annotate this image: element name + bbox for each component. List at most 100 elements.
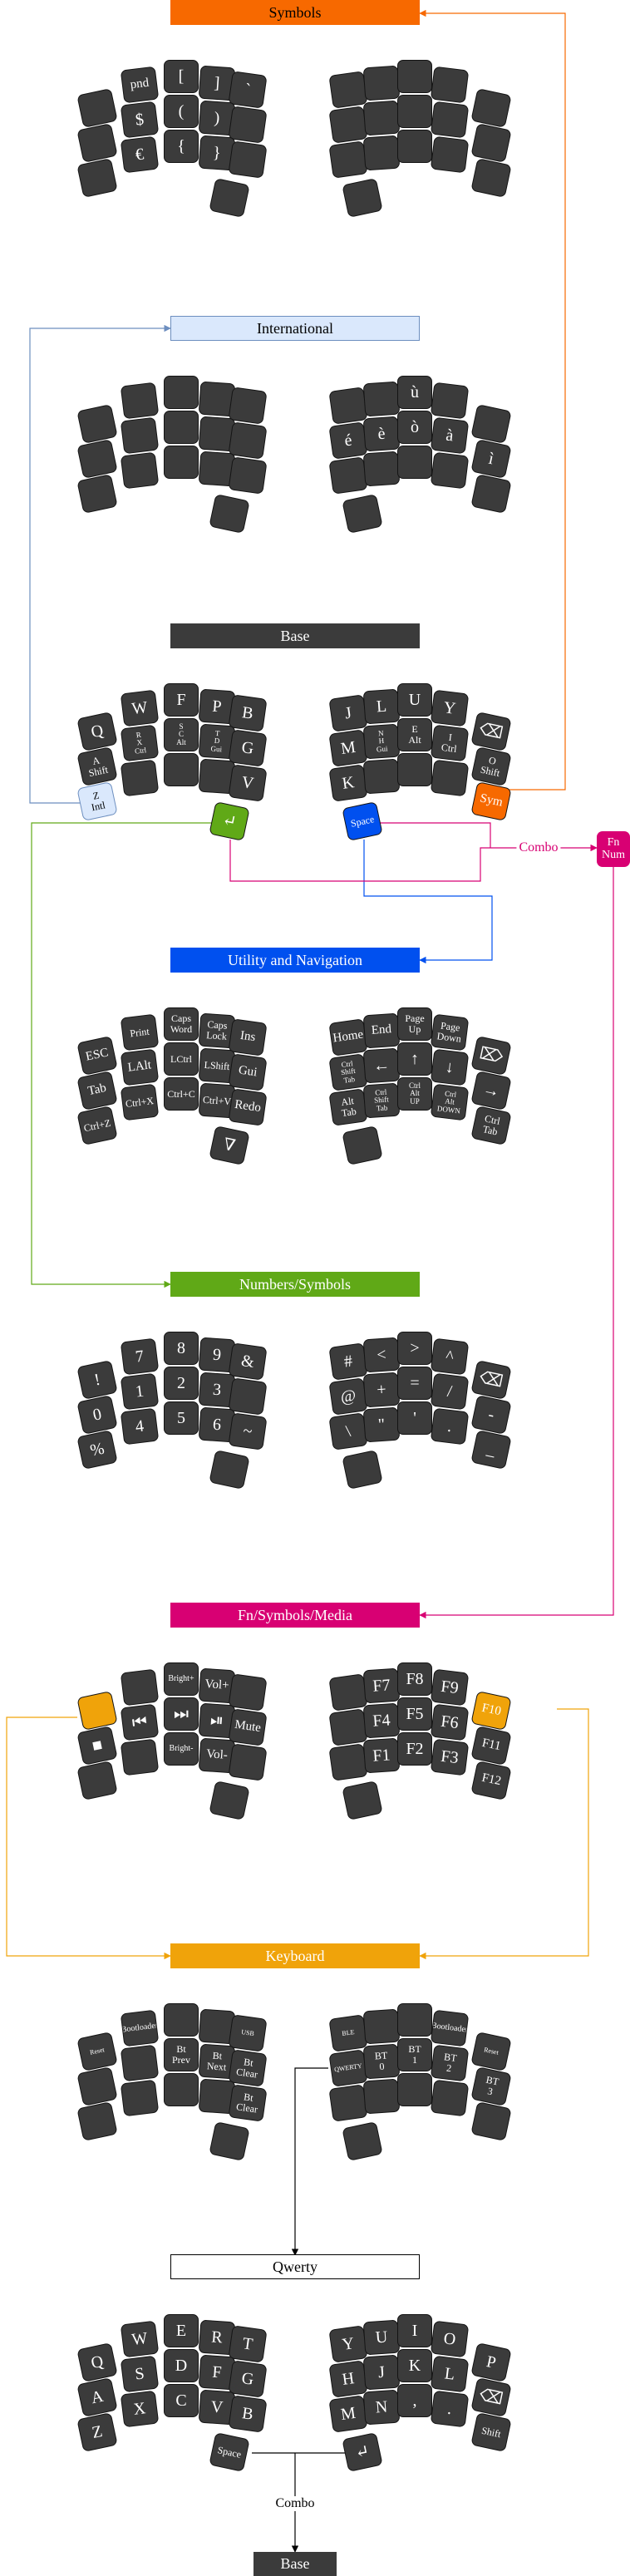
utility-key-r13[interactable]: ↓ (430, 1048, 470, 1086)
fn-key-r21[interactable]: F1 (362, 1737, 401, 1774)
numbers-key-r12[interactable]: = (397, 1367, 432, 1400)
keyboard-key-r03[interactable]: Bootloader (430, 2009, 470, 2047)
international-key-r22[interactable] (397, 446, 432, 479)
fn-key-l11[interactable]: ⏮ (120, 1703, 160, 1741)
keyboard-key-r00[interactable]: BLE (328, 2014, 368, 2052)
international-key-l11[interactable] (120, 416, 160, 455)
utility-key-rt[interactable] (342, 1125, 383, 1165)
symbols-key-l01[interactable]: pnd (120, 66, 160, 104)
fn-key-r22[interactable]: F2 (397, 1732, 432, 1766)
base-key-l02[interactable]: F (164, 683, 199, 717)
international-key-r14[interactable]: ì (470, 439, 512, 479)
base-key-r22[interactable] (397, 753, 432, 786)
base-key-l22[interactable] (164, 753, 199, 786)
qwerty-key-r21[interactable]: N (362, 2389, 401, 2426)
qwerty-key-r10[interactable]: H (328, 2360, 368, 2398)
fn-key-r20[interactable] (328, 1743, 368, 1781)
base-key-r01[interactable]: L (362, 688, 401, 725)
international-key-lt[interactable] (209, 494, 250, 534)
base-key-r23[interactable] (430, 759, 470, 797)
keyboard-key-r01[interactable] (362, 2008, 401, 2045)
keyboard-key-r21[interactable] (362, 2078, 401, 2115)
numbers-key-l24[interactable]: ~ (228, 1412, 268, 1451)
qwerty-key-r03[interactable]: O (430, 2320, 470, 2358)
qwerty-key-r02[interactable]: I (397, 2314, 432, 2347)
fn-key-l21[interactable] (120, 1738, 160, 1776)
qwerty-key-l02[interactable]: E (164, 2314, 199, 2347)
numbers-key-l12[interactable]: 2 (164, 1367, 199, 1400)
keyboard-key-r24[interactable] (470, 2101, 512, 2141)
symbols-key-l14[interactable] (228, 106, 268, 144)
keyboard-key-l20[interactable] (76, 2101, 118, 2141)
qwerty-key-r14[interactable]: ⌫ (470, 2377, 512, 2417)
base-key-lt[interactable]: ↵ (209, 801, 250, 841)
numbers-key-r03[interactable]: ^ (430, 1337, 470, 1376)
fn-key-r04[interactable]: F10 (470, 1691, 512, 1731)
utility-key-r14[interactable]: → (470, 1071, 512, 1111)
keyboard-key-r22[interactable] (397, 2073, 432, 2106)
fn-key-l04[interactable] (228, 1673, 268, 1712)
base-key-r00[interactable]: J (328, 694, 368, 732)
keyboard-key-l01[interactable]: Bootloader (120, 2009, 160, 2047)
keyboard-key-l10[interactable] (76, 2066, 118, 2106)
international-key-r04[interactable] (470, 404, 512, 444)
international-key-r00[interactable] (328, 387, 368, 425)
fn-key-l10[interactable]: ■ (76, 1726, 118, 1766)
qwerty-key-l04[interactable]: T (228, 2325, 268, 2363)
symbols-key-r03[interactable] (430, 66, 470, 104)
utility-key-l14[interactable]: Gui (228, 1053, 268, 1091)
numbers-key-r13[interactable]: / (430, 1372, 470, 1411)
fn-key-l20[interactable] (76, 1761, 118, 1800)
fn-key-r13[interactable]: F6 (430, 1703, 470, 1741)
numbers-key-l14[interactable] (228, 1377, 268, 1416)
international-key-l21[interactable] (120, 451, 160, 490)
symbols-key-l22[interactable]: { (164, 130, 199, 163)
symbols-key-rt[interactable] (342, 178, 383, 218)
numbers-key-r11[interactable]: + (362, 1372, 401, 1408)
numbers-key-l01[interactable]: 7 (120, 1337, 160, 1376)
symbols-key-lt[interactable] (209, 178, 250, 218)
base-key-r02[interactable]: U (397, 683, 432, 717)
symbols-key-r12[interactable] (397, 95, 432, 128)
qwerty-key-l22[interactable]: C (164, 2384, 199, 2417)
base-key-l14[interactable]: G (228, 729, 268, 767)
numbers-key-l21[interactable]: 4 (120, 1407, 160, 1446)
keyboard-key-r02[interactable] (397, 2003, 432, 2037)
utility-key-l01[interactable]: Print (120, 1013, 160, 1052)
qwerty-key-lt[interactable]: Space (209, 2432, 250, 2472)
fn-key-r24[interactable]: F12 (470, 1761, 512, 1800)
international-key-r21[interactable] (362, 451, 401, 487)
fn-key-r01[interactable]: F7 (362, 1667, 401, 1704)
qwerty-key-l24[interactable]: B (228, 2395, 268, 2433)
symbols-key-l12[interactable]: ( (164, 95, 199, 128)
qwerty-key-rt[interactable]: ↵ (342, 2432, 383, 2472)
base-key-l04[interactable]: B (228, 694, 268, 732)
numbers-key-r01[interactable]: < (362, 1337, 401, 1373)
symbols-key-r21[interactable] (362, 135, 401, 171)
international-key-l01[interactable] (120, 382, 160, 420)
qwerty-key-r24[interactable]: Shift (470, 2412, 512, 2452)
fn-key-r02[interactable]: F8 (397, 1662, 432, 1696)
fn-key-l22[interactable]: Bright- (164, 1732, 199, 1766)
symbols-key-r14[interactable] (470, 123, 512, 163)
fn-key-l00[interactable] (76, 1691, 118, 1731)
keyboard-key-l21[interactable] (120, 2079, 160, 2117)
keyboard-key-r04[interactable]: Reset (470, 2032, 512, 2071)
international-key-r12[interactable]: ò (397, 411, 432, 444)
keyboard-key-r23[interactable] (430, 2079, 470, 2117)
numbers-key-l04[interactable]: & (228, 1342, 268, 1381)
numbers-key-r04[interactable]: ⌫ (470, 1360, 512, 1400)
international-key-l00[interactable] (76, 404, 118, 444)
